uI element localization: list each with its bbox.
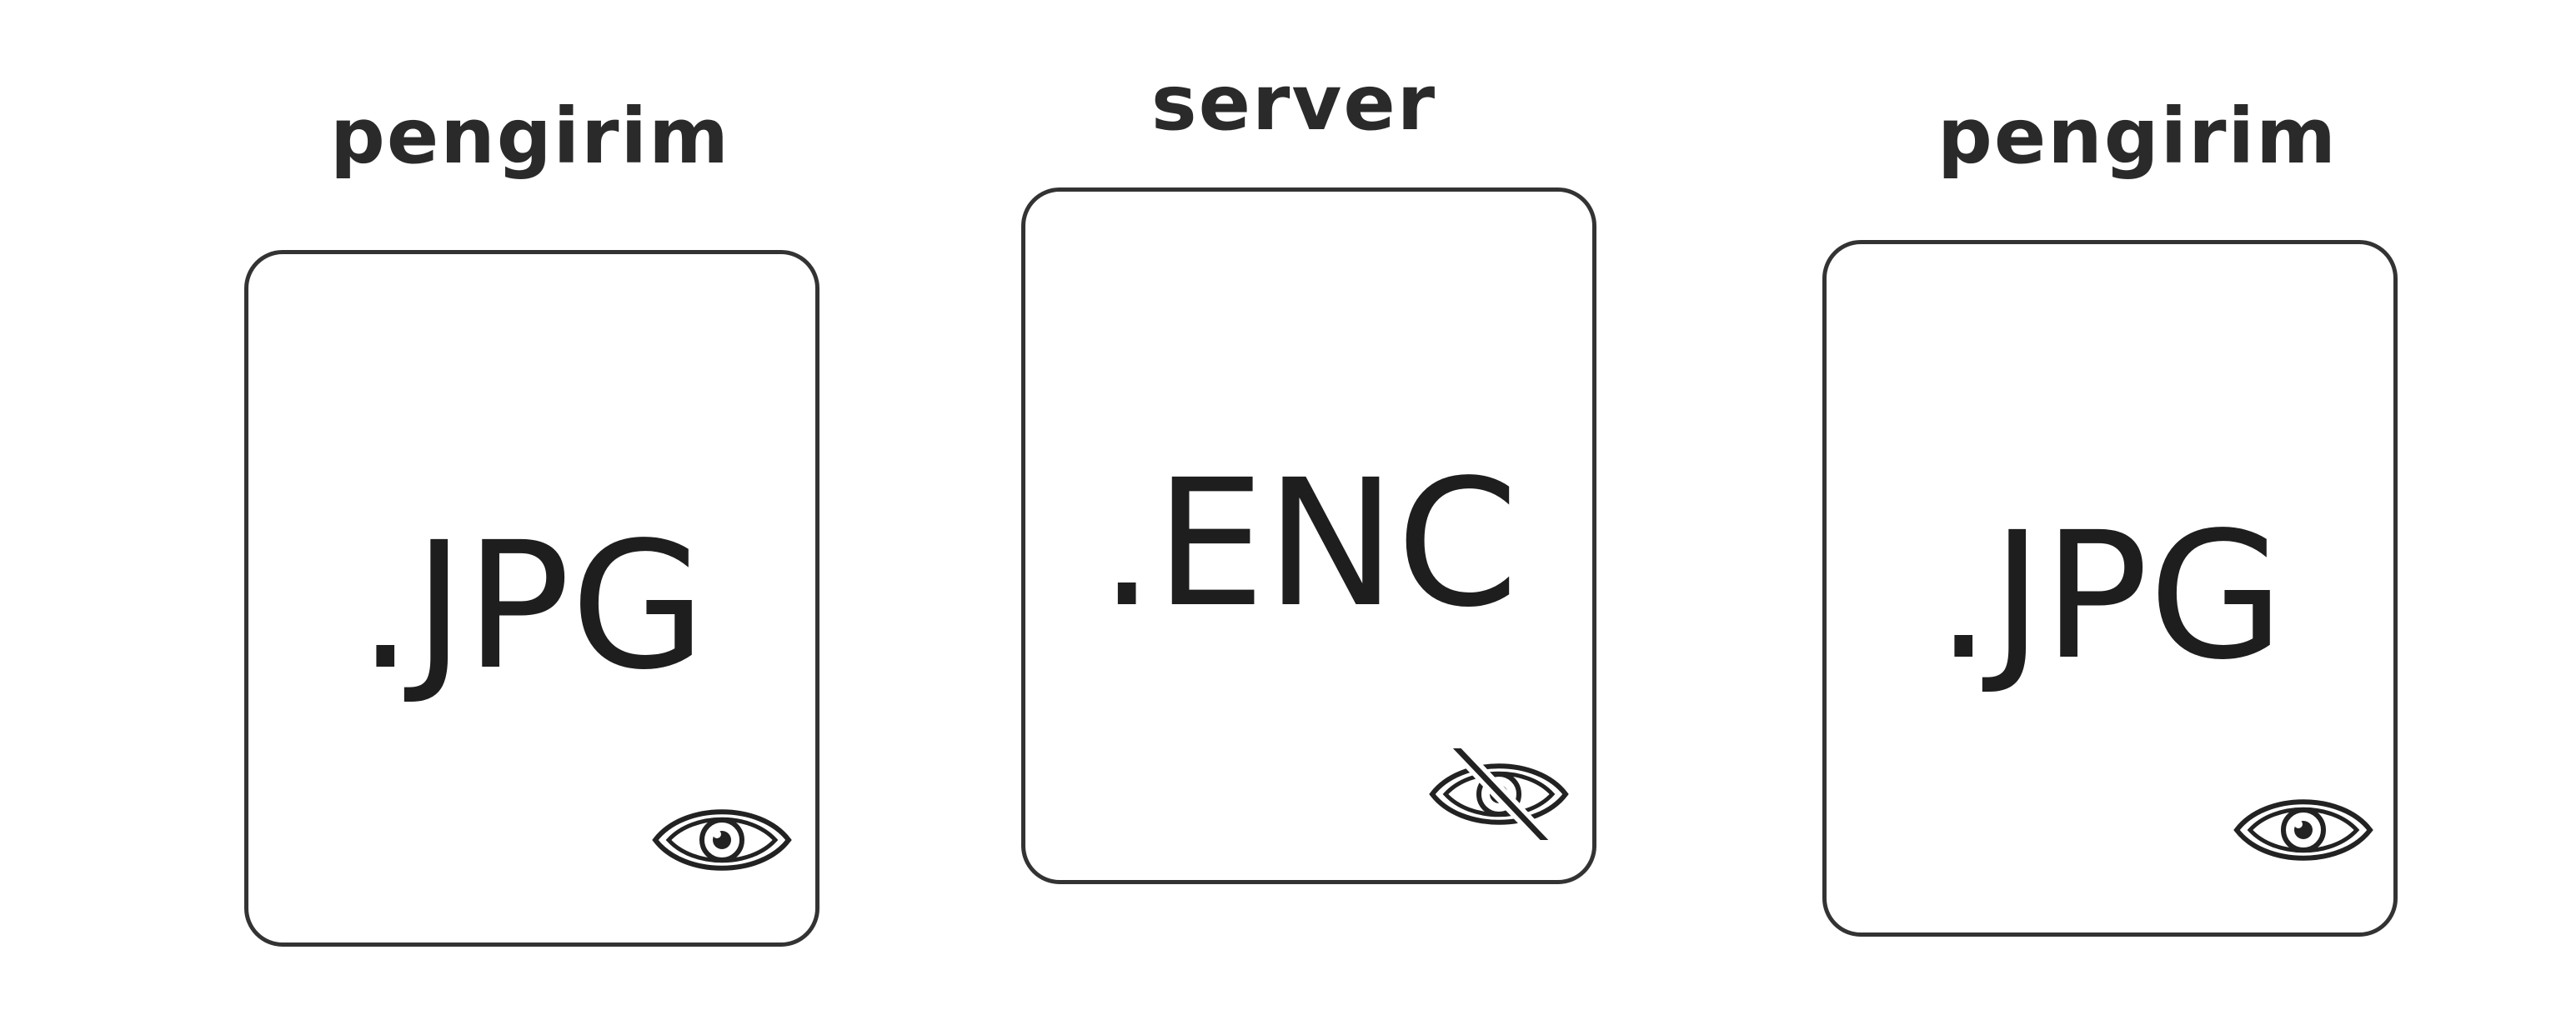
file-card-server: .ENC [1021,188,1596,884]
node-label-receiver: pengirim [1937,92,2338,181]
eye-icon [650,794,794,886]
eye-icon [2232,784,2375,876]
file-card-sender: .JPG [244,250,819,947]
file-extension-label: .ENC [1099,442,1519,646]
file-extension-label: .JPG [357,504,707,708]
eye-slash-icon [1427,748,1571,840]
node-label-sender: pengirim [330,92,730,181]
file-card-receiver: .JPG [1822,240,2398,937]
file-extension-label: .JPG [1935,494,2285,698]
node-label-server: server [1150,58,1437,148]
